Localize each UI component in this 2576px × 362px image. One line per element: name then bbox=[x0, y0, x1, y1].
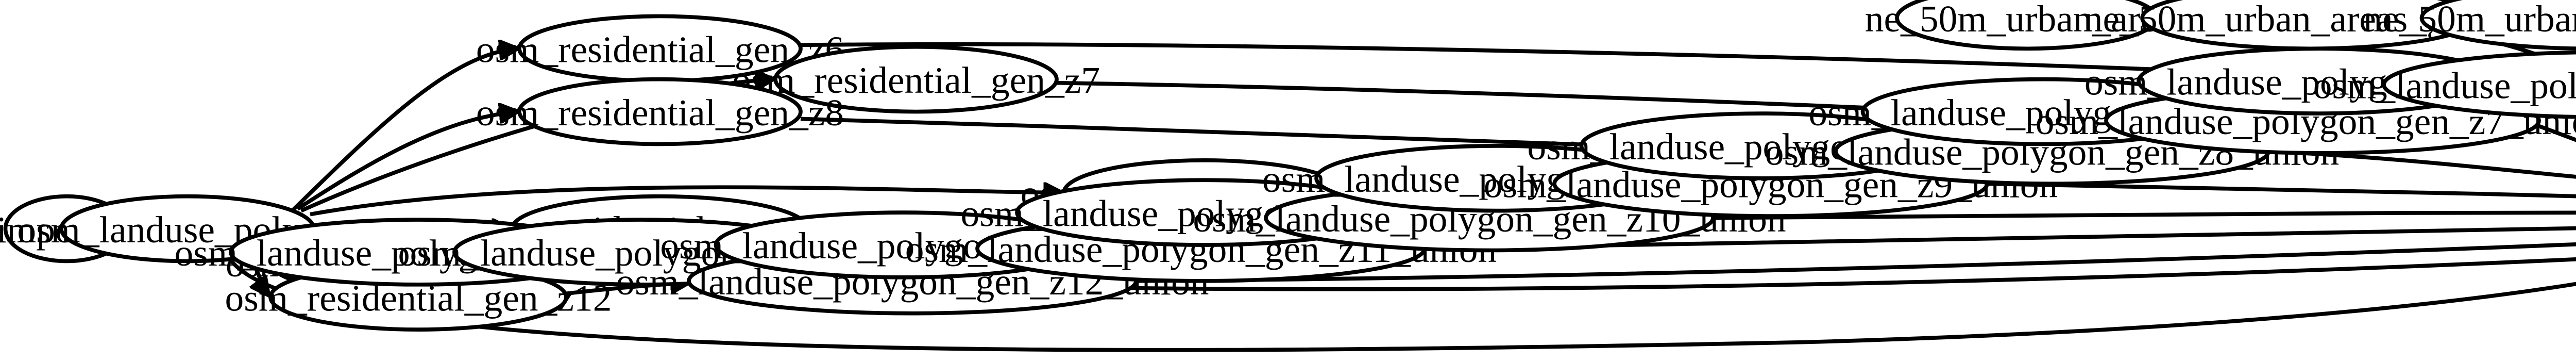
node-shape bbox=[2419, 0, 2576, 51]
graph-node-osm-residential-gen-z6[interactable]: osm_residential_gen_z6 bbox=[476, 14, 844, 84]
graph-node-osm-landuse-polygon-gen-z6-union[interactable]: osm_landuse_polygon_gen_z6_union bbox=[2313, 50, 2576, 119]
node-label: osm_residential_gen_z7 bbox=[732, 59, 1100, 101]
edge-landuse-to-residential-z8 bbox=[296, 112, 518, 211]
edge-landuse-to-residential-z6 bbox=[287, 48, 518, 216]
edge-z11union-to-layer-z11 bbox=[1424, 226, 2576, 251]
edge-z7union-to-layer-z7 bbox=[2538, 124, 2576, 142]
node-layer: imposm3osm_landuse_polygonosm_residentia… bbox=[0, 0, 2576, 332]
edge-landuse-to-residential-z9 bbox=[310, 187, 1062, 217]
node-shape bbox=[517, 77, 803, 146]
node-label: osm_residential_gen_z6 bbox=[476, 29, 844, 71]
graph-node-ne-50m-urban-areas[interactable]: ne_50m_urban_areas bbox=[1865, 0, 2189, 51]
node-label: osm_residential_gen_z8 bbox=[476, 92, 844, 134]
graph-node-ne-50m-urban-areas-gen-z4[interactable]: ne_50m_urban_areas_gen_z4 bbox=[2363, 0, 2576, 51]
edge-z10union-to-layer-z10 bbox=[1713, 210, 2576, 220]
node-label: ne_50m_urban_areas bbox=[1865, 0, 2189, 40]
edge-z9union-to-layer-z9 bbox=[1987, 182, 2576, 199]
node-label: osm_landuse_polygon_gen_z6_union bbox=[2313, 64, 2576, 106]
node-label: ne_50m_urban_areas_gen_z4 bbox=[2363, 0, 2576, 40]
graph-node-osm-residential-gen-z7[interactable]: osm_residential_gen_z7 bbox=[732, 44, 1100, 114]
edge-z12union-to-layer-z12 bbox=[1136, 242, 2576, 283]
node-shape bbox=[773, 44, 1059, 114]
graph-node-osm-residential-gen-z8[interactable]: osm_residential_gen_z8 bbox=[476, 77, 844, 146]
node-shape bbox=[2382, 50, 2576, 119]
